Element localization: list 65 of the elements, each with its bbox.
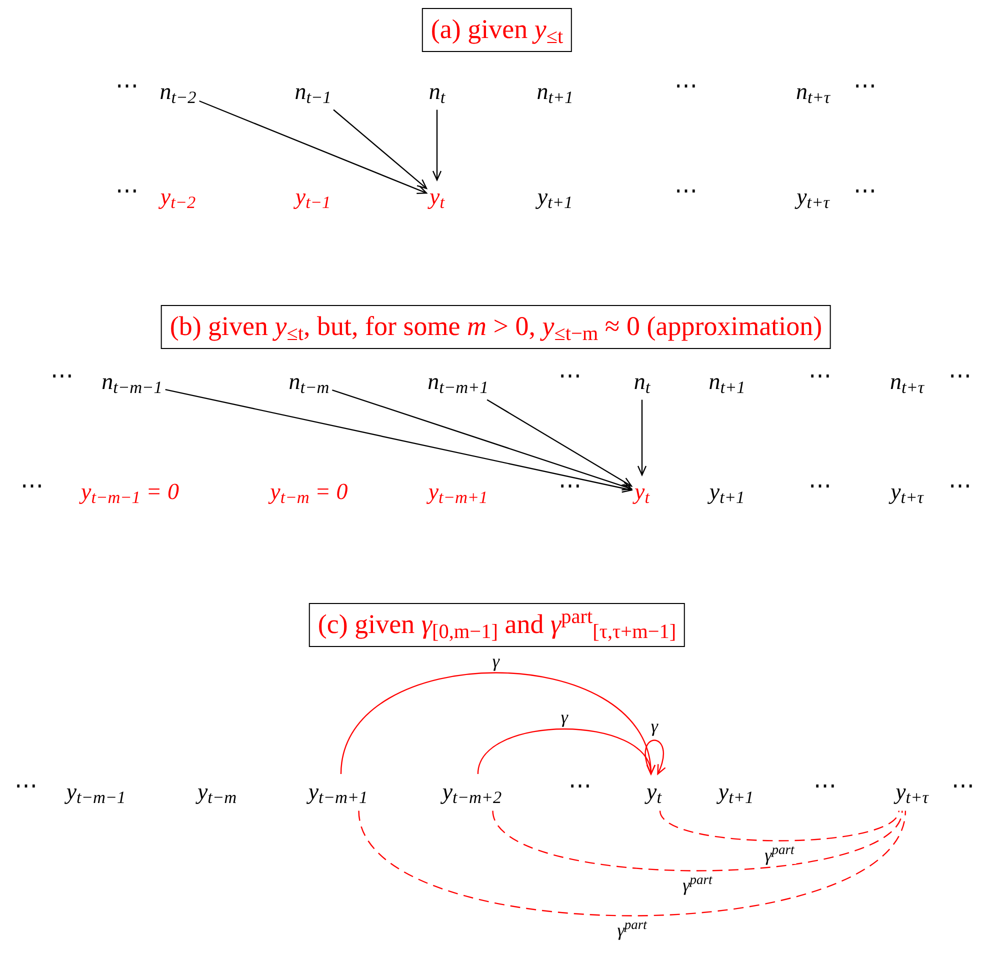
math-term: n$_{t−2}$: [160, 78, 196, 107]
arrow: [199, 100, 428, 194]
math-term: n$_{t−1}$: [294, 78, 332, 107]
math-term: n$_{t+τ}$: [890, 368, 924, 397]
ellipsis: ⋯: [854, 72, 876, 100]
arrow: [644, 740, 666, 775]
math-term: y$_{t+τ}$: [890, 478, 924, 507]
arrow: [333, 109, 428, 190]
math-term: y$_{t−m+1}$: [428, 478, 488, 507]
math-term: y$_{t−m−1}$: [66, 778, 126, 807]
math-term: y$_{t−m−1}$ = 0: [81, 478, 179, 507]
math-term: y$_{t+1}$: [537, 183, 573, 212]
math-term: y$_{t−m}$ = 0: [270, 478, 348, 507]
ellipsis: ⋯: [948, 362, 972, 390]
math-term: y$_{t−m+2}$: [442, 778, 502, 807]
ellipsis: ⋯: [808, 362, 832, 390]
math-term: n$_{t+1}$: [536, 78, 574, 107]
math-term: y$_{t}$: [646, 778, 662, 807]
math-term: y$_{t−m+1}$: [308, 778, 368, 807]
math-term: n$_{t−m−1}$: [102, 368, 162, 397]
ellipsis: ⋯: [14, 772, 38, 800]
ellipsis: ⋯: [558, 472, 582, 500]
math-term: n$_{t}$: [634, 368, 650, 397]
ellipsis: ⋯: [558, 362, 582, 390]
dashed-curve: [358, 810, 906, 916]
math-term: y$_{t}$: [634, 478, 650, 507]
heading-box: (b) given y$_{≤t}$, but, for some m > 0, y$_{≤t−m}$ ≈ 0 (approximation): [160, 305, 832, 349]
ellipsis: ⋯: [20, 472, 44, 500]
math-term: n$_{t−m+1}$: [428, 368, 488, 397]
edge-label: γ$^{part}$: [615, 920, 649, 939]
math-term: y$_{t−m}$: [197, 778, 237, 807]
arrow: [165, 388, 632, 493]
math-term: y$_{t}$: [430, 183, 444, 212]
math-term: y$_{t+τ}$: [796, 183, 830, 212]
ellipsis: ⋯: [808, 472, 832, 500]
arrow: [340, 672, 654, 775]
heading-box: (a) given y$_{≤t}$: [422, 8, 572, 52]
ellipsis: ⋯: [568, 772, 592, 800]
math-term: n$_{t}$: [428, 78, 446, 107]
math-term: y$_{t−1}$: [295, 183, 331, 212]
dashed-curve: [492, 810, 903, 872]
dashed-curve: [659, 810, 900, 842]
ellipsis: ⋯: [854, 177, 876, 205]
math-term: y$_{t+1}$: [718, 778, 754, 807]
arrow: [332, 389, 632, 490]
ellipsis: ⋯: [948, 472, 972, 500]
ellipsis: ⋯: [674, 177, 698, 205]
ellipsis: ⋯: [116, 72, 138, 100]
ellipsis: ⋯: [952, 772, 974, 800]
edge-label: γ$^{part}$: [762, 846, 796, 864]
math-term: n$_{t−m}$: [288, 368, 330, 397]
math-term: y$_{t−2}$: [160, 183, 196, 212]
edge-label: γ$^{part}$: [680, 876, 714, 894]
ellipsis: ⋯: [116, 177, 138, 205]
ellipsis: ⋯: [674, 72, 698, 100]
arrow: [486, 399, 632, 487]
ellipsis: ⋯: [814, 772, 836, 800]
math-term: y$_{t+τ}$: [896, 778, 928, 807]
arrow: [432, 110, 442, 181]
ellipsis: ⋯: [50, 362, 74, 390]
math-term: n$_{t+τ}$: [796, 78, 830, 107]
arrow: [477, 728, 654, 775]
math-term: n$_{t+1}$: [708, 368, 746, 397]
arrow: [637, 400, 647, 476]
math-term: y$_{t+1}$: [709, 478, 745, 507]
